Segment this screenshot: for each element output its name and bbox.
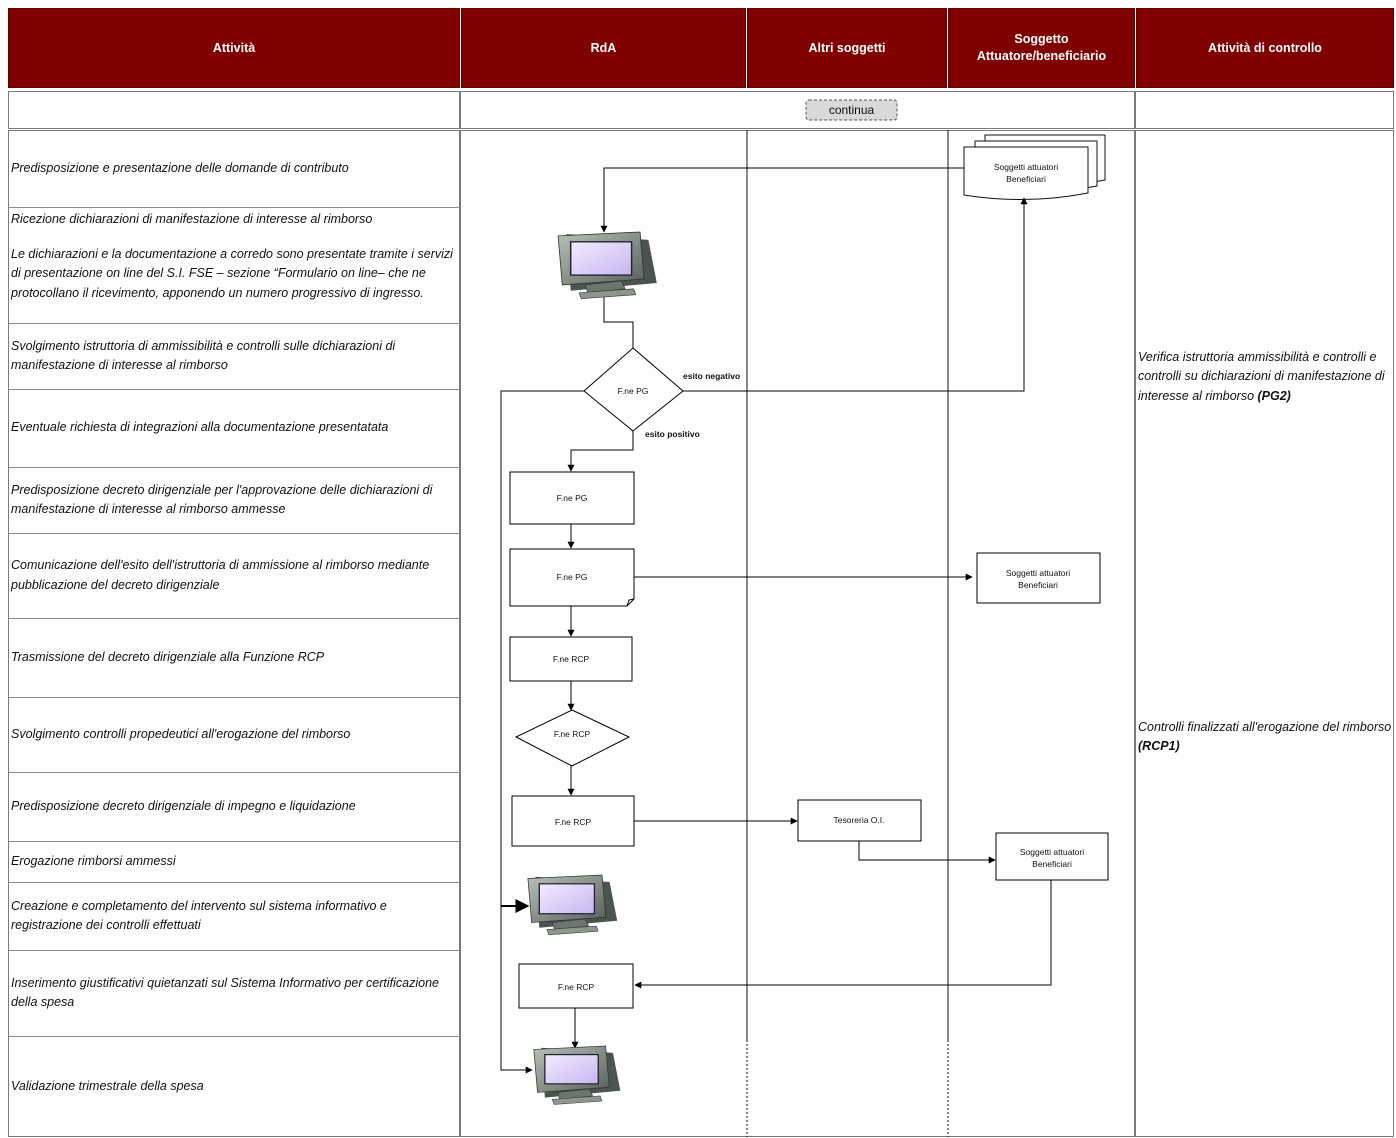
activity-controlli-erogazione: Svolgimento controlli propedeutici all'e… — [11, 726, 351, 741]
process-rcp2-label: F.ne RCP — [555, 817, 592, 827]
connectors — [500, 167, 1052, 1074]
row-separator — [8, 207, 460, 208]
control-pg2-text: Verifica istruttoria ammissibilità e con… — [1138, 350, 1385, 403]
process-pg1-label: F.ne PG — [557, 493, 588, 503]
esito-positivo-label: esito positivo — [645, 429, 700, 439]
activity-decreto-impegno: Predisposizione decreto dirigenziale di … — [11, 798, 356, 813]
control-rcp1-code: (RCP1) — [1138, 739, 1180, 754]
header-soggetto-attuatore: Soggetto Attuatore/beneficiario — [948, 8, 1135, 88]
continua-row-right — [1135, 91, 1394, 129]
control-pg2-code: (PG2) — [1257, 388, 1291, 403]
box-soggetti-attuatori-mid: Soggetti attuatori Beneficiari — [976, 552, 1101, 604]
activity-validazione-trimestrale: Validazione trimestrale della spesa — [11, 1078, 204, 1093]
continua-row-middle — [460, 91, 1135, 129]
row-separator — [8, 618, 460, 619]
control-pg2: Verifica istruttoria ammissibilità e con… — [1138, 348, 1394, 406]
row-separator — [8, 1036, 460, 1037]
docs-bottom-line1: Soggetti attuatori — [1020, 847, 1084, 857]
process-fne-pg-1: F.ne PG — [509, 471, 635, 525]
activities-column — [8, 130, 460, 1137]
row-separator — [8, 841, 460, 842]
process-fne-pg-2-document: F.ne PG — [509, 548, 635, 607]
process-fne-rcp-3: F.ne RCP — [518, 963, 634, 1009]
row-separator — [8, 533, 460, 534]
control-rcp1: Controlli finalizzati all'erogazione del… — [1138, 718, 1394, 757]
activity-inserimento-giustificativi: Inserimento giustificativi quietanzati s… — [11, 975, 439, 1009]
activity-ricezione-dichiarazioni: Ricezione dichiarazioni di manifestazion… — [11, 212, 373, 226]
row-separator — [8, 323, 460, 324]
activity-decreto-approvazione: Predisposizione decreto dirigenziale per… — [11, 482, 433, 516]
row-separator — [8, 389, 460, 390]
header-rda: RdA — [461, 8, 746, 88]
process-fne-rcp-2: F.ne RCP — [511, 795, 635, 847]
esito-negativo-label: esito negativo — [683, 371, 740, 381]
header-altri-soggetti: Altri soggetti — [747, 8, 947, 88]
row-separator — [8, 950, 460, 951]
activity-richiesta-integrazioni: Eventuale richiesta di integrazioni alla… — [11, 420, 389, 435]
docs-mid-line2: Beneficiari — [1018, 580, 1058, 590]
activity-creazione-intervento: Creazione e completamento del intervento… — [11, 898, 387, 932]
activity-presentazione-domande: Predisposizione e presentazione delle do… — [11, 161, 349, 176]
decision-rcp-label: F.ne RCP — [554, 729, 591, 739]
activity-istruttoria-ammissibilita: Svolgimento istruttoria di ammissibilità… — [11, 338, 396, 372]
monitor-icon — [557, 231, 658, 300]
docs-top-line2: Beneficiari — [1006, 174, 1046, 184]
decision-fne-pg: F.ne PG — [583, 347, 684, 432]
monitor-icon — [527, 874, 618, 936]
controls-column — [1135, 130, 1394, 1137]
activity-comunicazione-esito: Comunicazione dell'esito dell'istruttori… — [11, 558, 430, 592]
row-separator — [8, 697, 460, 698]
tesoreria-label: Tesoreria O.I. — [833, 815, 884, 825]
monitor-icon — [533, 1045, 621, 1106]
control-rcp1-text: Controlli finalizzati all'erogazione del… — [1138, 720, 1392, 734]
row-separator — [8, 467, 460, 468]
continua-label: continua — [829, 103, 875, 117]
continua-row-left — [8, 91, 460, 129]
process-rcp3-label: F.ne RCP — [558, 982, 595, 992]
lane-dividers — [746, 130, 949, 1137]
docs-top-line1: Soggetti attuatori — [994, 162, 1058, 172]
docs-mid-line1: Soggetti attuatori — [1006, 568, 1070, 578]
box-soggetti-attuatori-bottom: Soggetti attuatori Beneficiari — [995, 832, 1109, 881]
process-fne-rcp-1: F.ne RCP — [509, 636, 633, 682]
decision-pg-label: F.ne PG — [618, 386, 649, 396]
box-tesoreria: Tesoreria O.I. — [797, 799, 922, 842]
process-rcp1-label: F.ne RCP — [553, 654, 590, 664]
continua-connector: continua — [805, 99, 898, 121]
header-attivita-controllo: Attività di controllo — [1136, 8, 1394, 88]
activity-trasmissione-rcp: Trasmissione del decreto dirigenziale al… — [11, 649, 325, 664]
header-attivita: Attività — [8, 8, 460, 88]
activity-dettaglio-presentazione: Le dichiarazioni e la documentazione a c… — [11, 247, 453, 300]
document-soggetti-attuatori-top: Soggetti attuatori Beneficiari — [963, 134, 1106, 201]
row-separator — [8, 882, 460, 883]
activity-erogazione-rimborsi: Erogazione rimborsi ammessi — [11, 853, 176, 868]
flow-area — [460, 130, 1135, 1137]
process-pg2-label: F.ne PG — [557, 572, 588, 582]
decision-fne-rcp: F.ne RCP — [514, 709, 631, 767]
docs-bottom-line2: Beneficiari — [1032, 859, 1072, 869]
row-separator — [8, 772, 460, 773]
